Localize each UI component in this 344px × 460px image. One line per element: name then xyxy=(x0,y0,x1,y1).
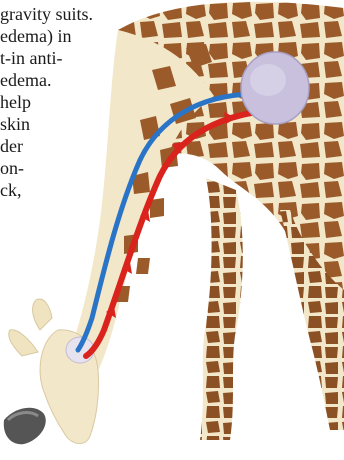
giraffe-leg-left xyxy=(200,178,243,440)
caption-line: on- xyxy=(0,158,24,179)
caption-line: t-in anti- xyxy=(0,48,62,69)
caption-line: help xyxy=(0,92,31,113)
giraffe-ear xyxy=(9,330,38,356)
caption-line: ck, xyxy=(0,180,22,201)
giraffe-ossicone xyxy=(33,299,52,330)
caption-line: edema. xyxy=(0,70,51,91)
caption-line: gravity suits. xyxy=(0,4,93,25)
caption-line: edema) in xyxy=(0,26,71,47)
giraffe-neck xyxy=(67,30,214,392)
caption-line: skin xyxy=(0,114,30,135)
caption-line: der xyxy=(0,136,23,157)
